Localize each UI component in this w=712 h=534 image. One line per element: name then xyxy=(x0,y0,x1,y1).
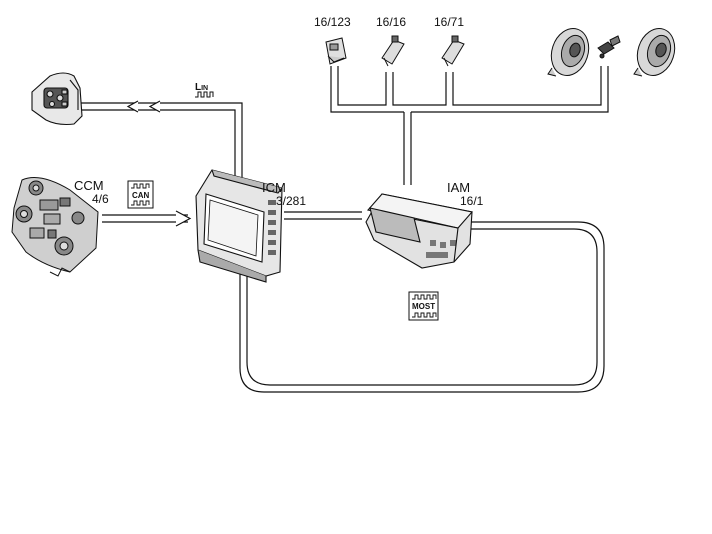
most-ring-line xyxy=(239,221,605,393)
most-bus-badge: MOST xyxy=(408,291,439,321)
connector-16-123-icon xyxy=(325,37,347,65)
connector-16-71-icon xyxy=(441,35,465,67)
can-direction-arrow xyxy=(175,210,192,227)
lin-label: LIN xyxy=(195,82,208,93)
ccm-climate-panel-icon xyxy=(11,177,99,277)
icm-iam-link-line xyxy=(284,211,362,220)
ccm-name-label: CCM xyxy=(74,178,104,193)
ccm-code-label: 4/6 xyxy=(92,192,109,206)
connector-16-16-label: 16/16 xyxy=(376,15,406,29)
steering-wheel-switch-icon xyxy=(31,72,83,126)
iam-code-label: 16/1 xyxy=(460,194,484,208)
most-label: MOST xyxy=(412,302,435,311)
can-waveform-icon xyxy=(131,183,150,189)
lin-direction-arrows xyxy=(126,100,161,113)
connector-16-123-label: 16/123 xyxy=(314,15,351,29)
icm-display-module-icon xyxy=(195,169,283,283)
lin-waveform-icon xyxy=(195,91,214,98)
connector-16-71-label: 16/71 xyxy=(434,15,464,29)
left-speaker-icon xyxy=(547,28,590,77)
right-speaker-icon xyxy=(633,28,676,77)
speaker-connector-icon xyxy=(597,35,621,59)
can-bus-line xyxy=(102,214,188,223)
connector-16-16-icon xyxy=(381,35,405,67)
lin-bus-badge: LIN xyxy=(195,82,214,98)
iam-audio-module-icon xyxy=(365,193,474,269)
iam-name-label: IAM xyxy=(447,180,470,195)
can-label: CAN xyxy=(132,191,150,200)
icm-name-label: ICM xyxy=(262,180,286,195)
icm-code-label: 3/281 xyxy=(276,194,306,208)
can-bus-badge: CAN xyxy=(127,180,154,209)
lin-bus-line xyxy=(80,102,243,178)
most-waveform-icon xyxy=(412,294,437,300)
iam-accessory-bus-line xyxy=(330,66,609,185)
